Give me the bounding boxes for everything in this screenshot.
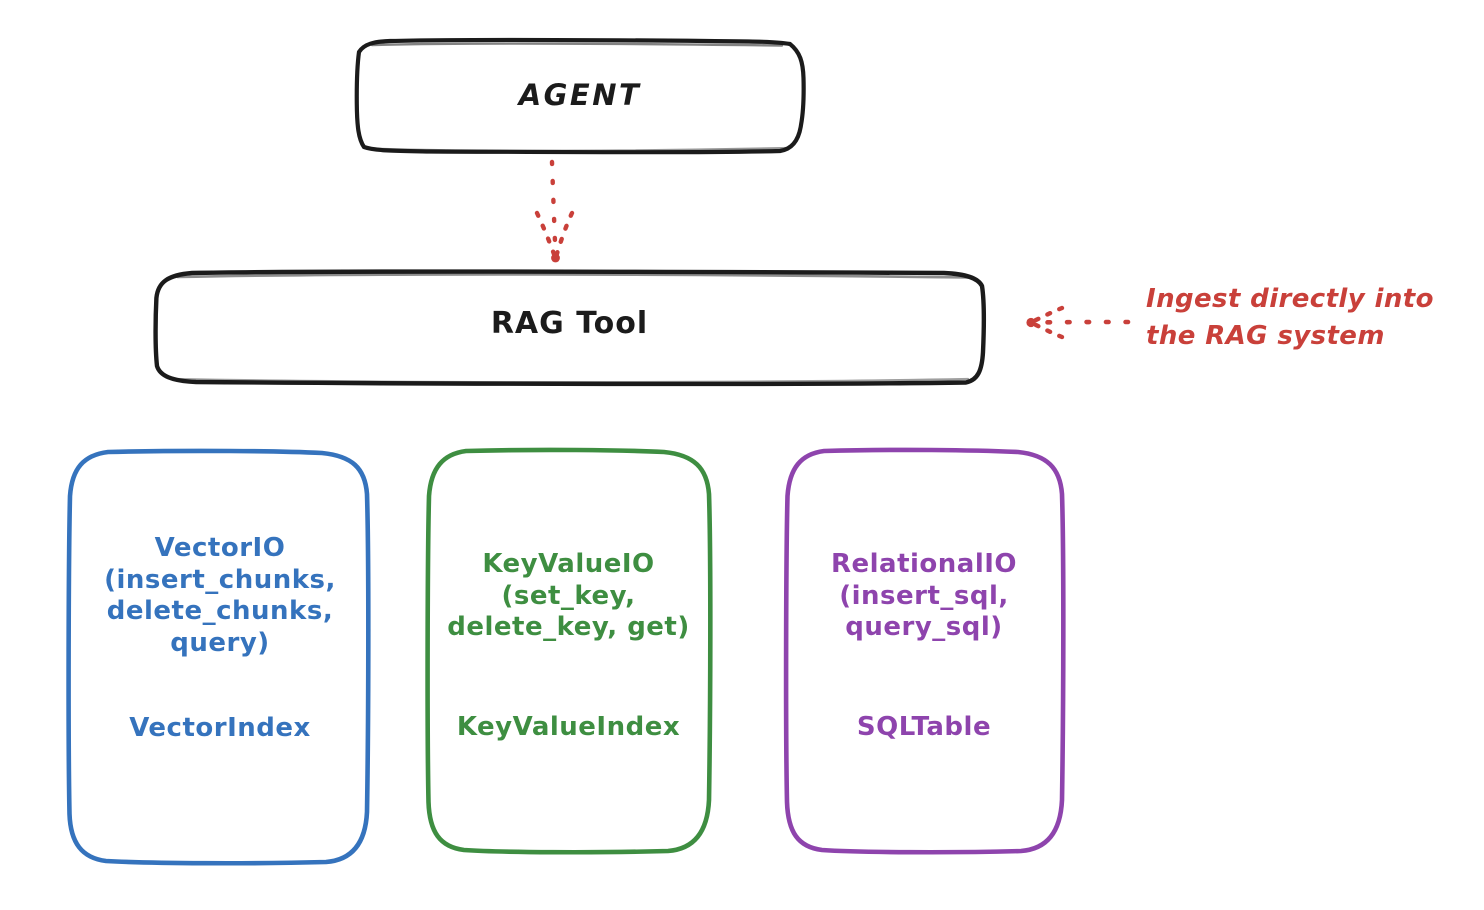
key-value-io-node[interactable] [425, 447, 713, 855]
rag-tool-box-outline [153, 269, 987, 387]
key-value-io-box-outline [425, 447, 713, 855]
ingest-arrow-head-top [1029, 305, 1065, 325]
agent-box-sketch-accent [370, 42, 784, 47]
rag-tool-box-sketch-accent [176, 273, 972, 279]
ingest-arrow-head-bottom [1029, 320, 1065, 340]
relational-io-node[interactable] [783, 447, 1066, 855]
ingest-arrow-shaft [1033, 319, 1131, 325]
agent-to-rag-arrow-head-right [553, 210, 575, 260]
relational-io-box-outline [783, 447, 1066, 855]
agent-node[interactable] [354, 37, 806, 155]
vector-io-box-outline [66, 448, 371, 866]
agent-to-rag-arrow [534, 159, 575, 263]
agent-to-rag-arrow-head-left [534, 210, 558, 260]
agent-box-sketch-accent-bottom [370, 146, 790, 152]
ingest-arrow-tip [1026, 317, 1036, 328]
agent-box-outline [354, 37, 806, 155]
vector-io-node[interactable] [66, 448, 371, 866]
ingest-to-rag-arrow [1026, 305, 1131, 340]
agent-to-rag-arrow-tip [551, 253, 560, 263]
agent-to-rag-arrow-shaft [549, 159, 558, 257]
rag-tool-node[interactable] [153, 269, 987, 387]
rag-tool-box-sketch-accent-bottom [174, 377, 970, 384]
